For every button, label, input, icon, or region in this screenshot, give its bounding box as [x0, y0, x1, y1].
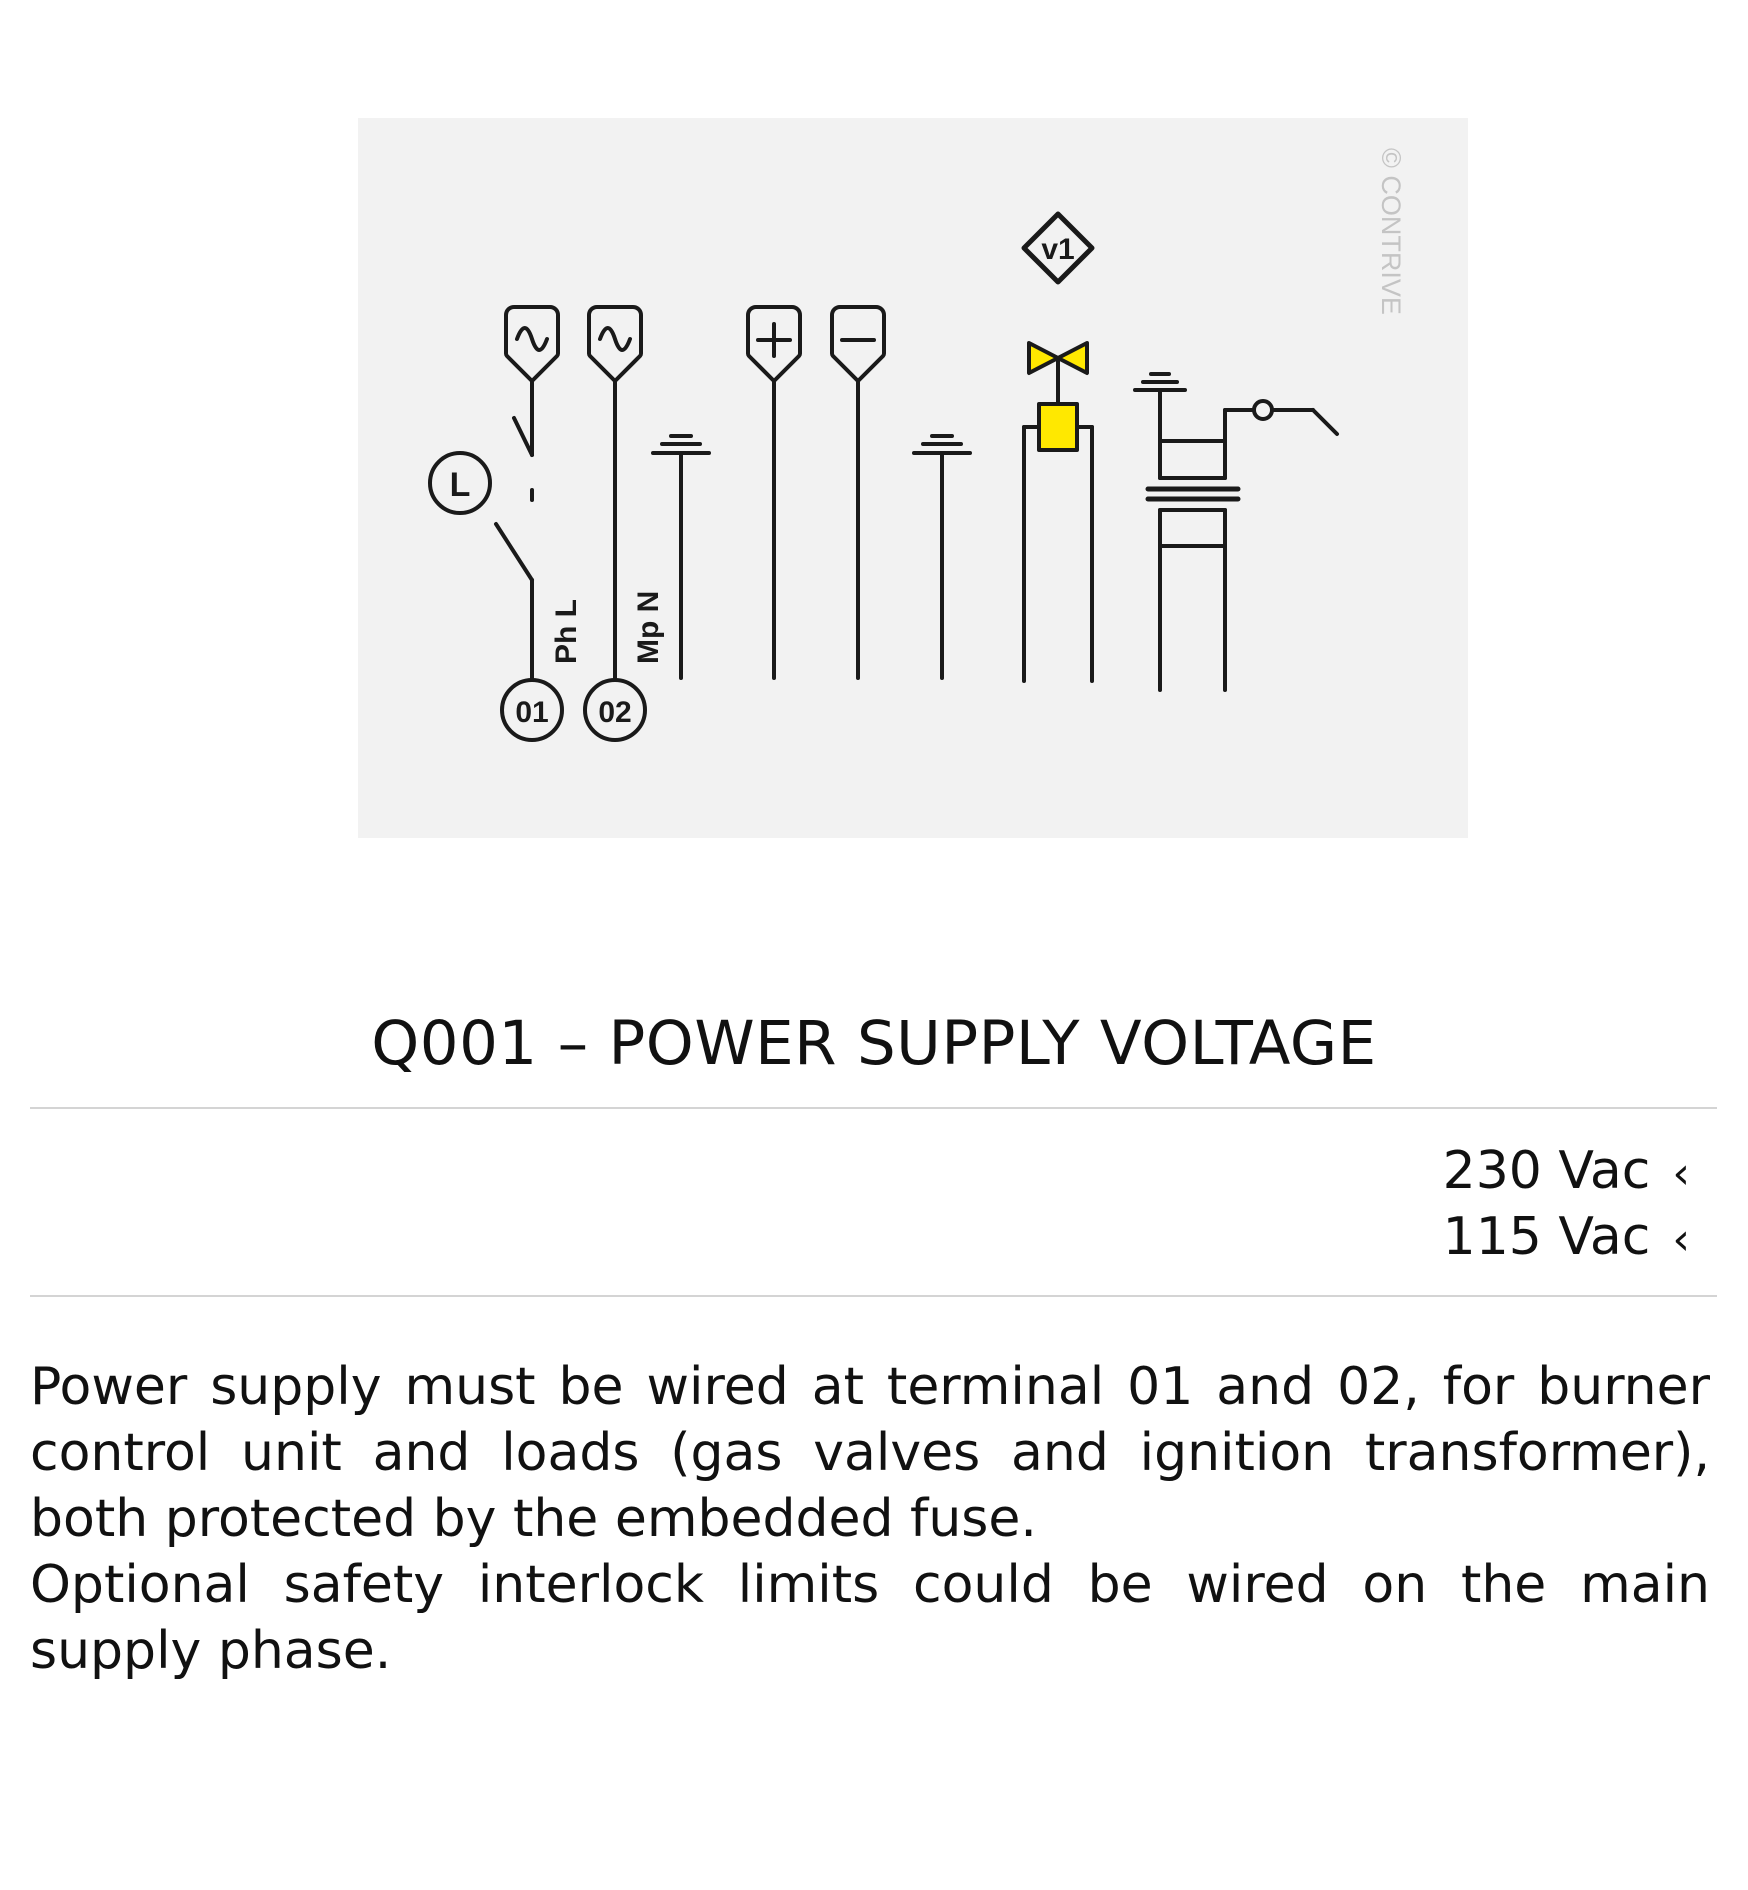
terminal-01-circle	[500, 678, 564, 742]
ground-icon	[651, 434, 711, 680]
chevron-left-icon: ‹	[1672, 1148, 1690, 1199]
minus-icon	[830, 305, 886, 680]
description-paragraph: Optional safety interlock limits could b…	[30, 1555, 1710, 1681]
terminal-02-number: 02	[598, 696, 631, 729]
ac-supply-icon	[504, 305, 560, 383]
switch-icon	[428, 413, 534, 582]
gas-valve-icon	[1021, 211, 1095, 683]
ac-supply-icon	[587, 305, 643, 383]
ground-icon	[912, 434, 972, 680]
wiring-diagram-svg: L v1 01 02 Ph L Mp N © CONTRIVE	[428, 148, 1406, 742]
terminal-01-number: 01	[515, 696, 548, 729]
description-paragraph: Power supply must be wired at terminal 0…	[30, 1357, 1710, 1549]
terminal-02-circle	[583, 678, 647, 742]
ground-icon	[1133, 372, 1187, 480]
chevron-left-icon: ‹	[1672, 1214, 1690, 1265]
option-115-vac[interactable]: 115 Vac ‹	[1230, 1204, 1690, 1270]
page-title: Q001 – POWER SUPPLY VOLTAGE	[371, 1008, 1377, 1079]
option-label: 230 Vac	[1442, 1141, 1651, 1201]
switch-label: L	[450, 466, 471, 504]
watermark: © CONTRIVE	[1376, 148, 1406, 315]
valve-label: v1	[1041, 233, 1074, 266]
plus-icon	[746, 305, 802, 680]
option-230-vac[interactable]: 230 Vac ‹	[1230, 1138, 1690, 1204]
description: Power supply must be wired at terminal 0…	[30, 1354, 1710, 1684]
divider-bottom	[30, 1295, 1717, 1297]
option-label: 115 Vac	[1442, 1207, 1651, 1267]
terminal-02-label: Mp N	[632, 591, 665, 664]
wiring-diagram: L v1 01 02 Ph L Mp N © CONTRIVE	[358, 118, 1468, 838]
terminal-01-label: Ph L	[550, 599, 583, 664]
divider-top	[30, 1107, 1717, 1109]
ignition-transformer-icon	[1145, 399, 1339, 692]
voltage-options: 230 Vac ‹ 115 Vac ‹	[1230, 1138, 1690, 1270]
